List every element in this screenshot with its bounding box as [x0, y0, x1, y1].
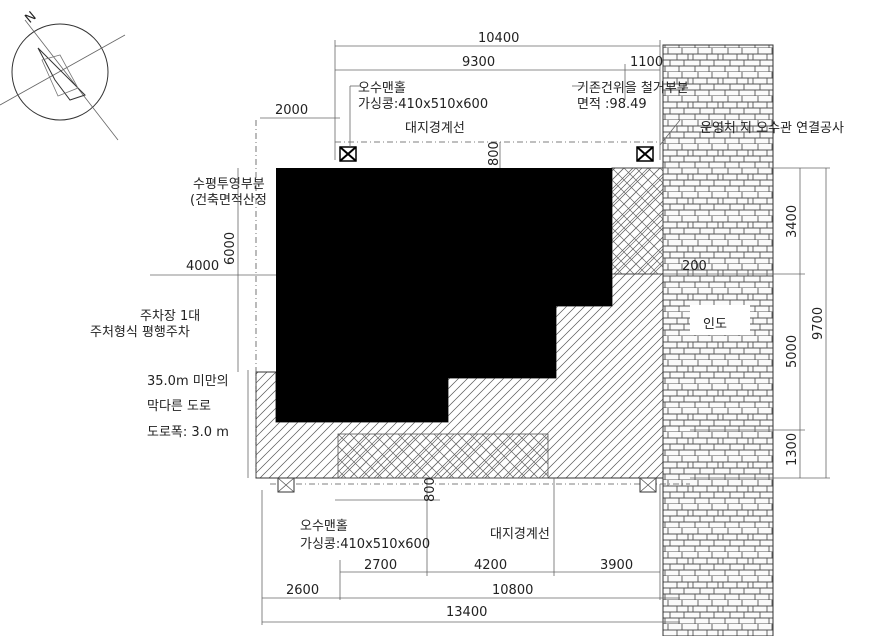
dimension-lines-top	[260, 40, 681, 168]
dim-right-small: 200	[682, 259, 707, 274]
sidewalk-label: 인도	[703, 317, 727, 332]
dim-left-width: 4000	[186, 259, 219, 274]
dim-top-right: 1100	[630, 55, 663, 70]
dimension-lines-left	[150, 168, 276, 478]
dim-top-gap: 800	[487, 141, 502, 166]
north-arrow: N	[0, 9, 126, 141]
manhole-top-left	[339, 146, 357, 162]
label-road-2: 막다른 도로	[147, 399, 211, 414]
dim-top-main: 9300	[462, 55, 495, 70]
manhole-bottom-right	[639, 477, 657, 493]
dim-top-total: 10400	[478, 31, 519, 46]
label-road-1: 35.0m 미만의	[147, 374, 229, 389]
label-existing-1: 기존건위을 철거부분	[577, 81, 689, 96]
dim-right-lower: 1300	[785, 433, 800, 466]
dim-top-left-offset: 2000	[275, 103, 308, 118]
dim-bottom-seg2: 4200	[474, 558, 507, 573]
dim-right-total: 9700	[811, 307, 826, 340]
dimension-lines-right	[663, 167, 830, 479]
label-manhole-top-1: 오수맨홀	[358, 81, 406, 96]
dim-left-height: 6000	[223, 232, 238, 265]
label-manhole-bottom-1: 오수맨홀	[300, 519, 348, 534]
label-manhole-bottom-2: 가싱콩:410x510x600	[300, 537, 430, 552]
dim-bottom-left: 2600	[286, 583, 319, 598]
label-horizontal-proj-2: (건축면적산정	[190, 193, 267, 208]
building-footprint	[276, 168, 612, 422]
bottom-yard-box	[337, 433, 549, 479]
label-manhole-top-2: 가싱콩:410x510x600	[358, 97, 488, 112]
label-boundary-top: 대지경계선	[405, 121, 465, 136]
manhole-bottom-left	[277, 477, 295, 493]
dim-bottom-total: 13400	[446, 605, 487, 620]
dim-bottom-seg3: 3900	[600, 558, 633, 573]
dimension-lines-bottom	[261, 478, 680, 625]
manhole-top-right	[636, 146, 654, 162]
dim-bottom-gap: 800	[423, 477, 438, 502]
dim-bottom-mid-total: 10800	[492, 583, 533, 598]
label-horizontal-proj-1: 수평투영부분	[193, 177, 265, 192]
label-parking-2: 주처형식 평행주차	[90, 324, 190, 340]
existing-demolition-area	[611, 167, 664, 275]
label-existing-2: 면적 :98.49	[577, 97, 647, 112]
label-parking-1: 주차장 1대	[140, 309, 200, 324]
dim-right-middle: 5000	[785, 335, 800, 368]
label-boundary-bottom: 대지경계선	[490, 527, 550, 542]
label-sewer-connection: 운영처 지 오수관 연결공사	[700, 121, 844, 136]
dim-bottom-seg1: 2700	[364, 558, 397, 573]
north-label: N	[22, 9, 39, 27]
dim-right-upper: 3400	[785, 205, 800, 238]
label-road-3: 도로폭: 3.0 m	[147, 425, 229, 440]
sidewalk-area	[662, 44, 774, 636]
